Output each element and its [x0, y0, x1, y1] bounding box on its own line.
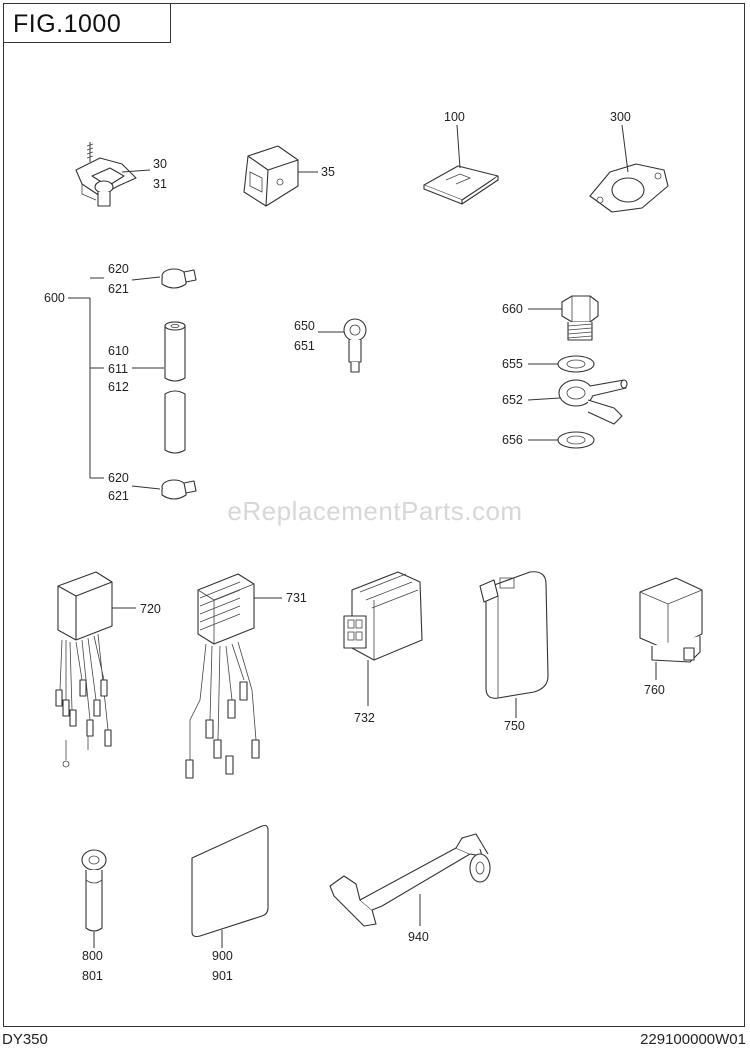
callout-30: 30 [153, 157, 167, 171]
callout-621-top: 621 [108, 282, 129, 296]
part-washer-656 [557, 431, 595, 449]
part-shim-plate [423, 165, 499, 205]
callout-801: 801 [82, 969, 103, 983]
callout-656: 656 [502, 433, 523, 447]
callout-660: 660 [502, 302, 523, 316]
part-washer-655 [557, 355, 595, 373]
part-regulator-731 [185, 573, 260, 779]
callout-655: 655 [502, 357, 523, 371]
model-label: DY350 [2, 1031, 48, 1048]
part-regulator-720 [55, 571, 113, 768]
callout-600: 600 [44, 291, 65, 305]
callout-901: 901 [212, 969, 233, 983]
callout-650: 650 [294, 319, 315, 333]
part-hose-clamp-top [161, 268, 197, 289]
part-label-sheet-900 [191, 824, 269, 938]
callout-620-bottom: 620 [108, 471, 129, 485]
part-banjo-fitting [343, 318, 367, 373]
callout-300: 300 [610, 110, 631, 124]
part-hose-clamp-bottom [161, 479, 197, 500]
callout-940: 940 [408, 930, 429, 944]
callout-35: 35 [321, 165, 335, 179]
document-number: 229100000W01 [640, 1031, 746, 1048]
callout-750: 750 [504, 719, 525, 733]
part-ring-terminal-800 [81, 849, 107, 932]
callout-621-bottom: 621 [108, 489, 129, 503]
diagram-frame [3, 3, 745, 1027]
part-bracket [243, 145, 299, 207]
callout-800: 800 [82, 949, 103, 963]
part-regulator-732 [343, 571, 423, 661]
callout-732: 732 [354, 711, 375, 725]
part-relay-760 [639, 577, 703, 663]
callout-31: 31 [153, 177, 167, 191]
part-clamp-bolt [75, 142, 137, 207]
callout-652: 652 [502, 393, 523, 407]
callout-760: 760 [644, 683, 665, 697]
figure-title: FIG.1000 [13, 10, 122, 38]
callout-620-top: 620 [108, 262, 129, 276]
callout-611: 611 [108, 362, 128, 376]
watermark: eReplacementParts.com [227, 496, 523, 526]
callout-900: 900 [212, 949, 233, 963]
part-banjo-652 [558, 379, 628, 425]
figure-title-box: FIG.1000 [3, 3, 171, 43]
part-control-unit-750 [479, 571, 549, 699]
callout-612: 612 [108, 380, 129, 394]
part-banjo-bolt [561, 295, 599, 341]
callout-651: 651 [294, 339, 315, 353]
part-gasket [589, 163, 669, 213]
callout-720: 720 [140, 602, 161, 616]
callout-610: 610 [108, 344, 129, 358]
callout-731: 731 [286, 591, 307, 605]
callout-100: 100 [444, 110, 465, 124]
part-hose [164, 321, 186, 454]
part-bracket-940 [329, 833, 491, 927]
